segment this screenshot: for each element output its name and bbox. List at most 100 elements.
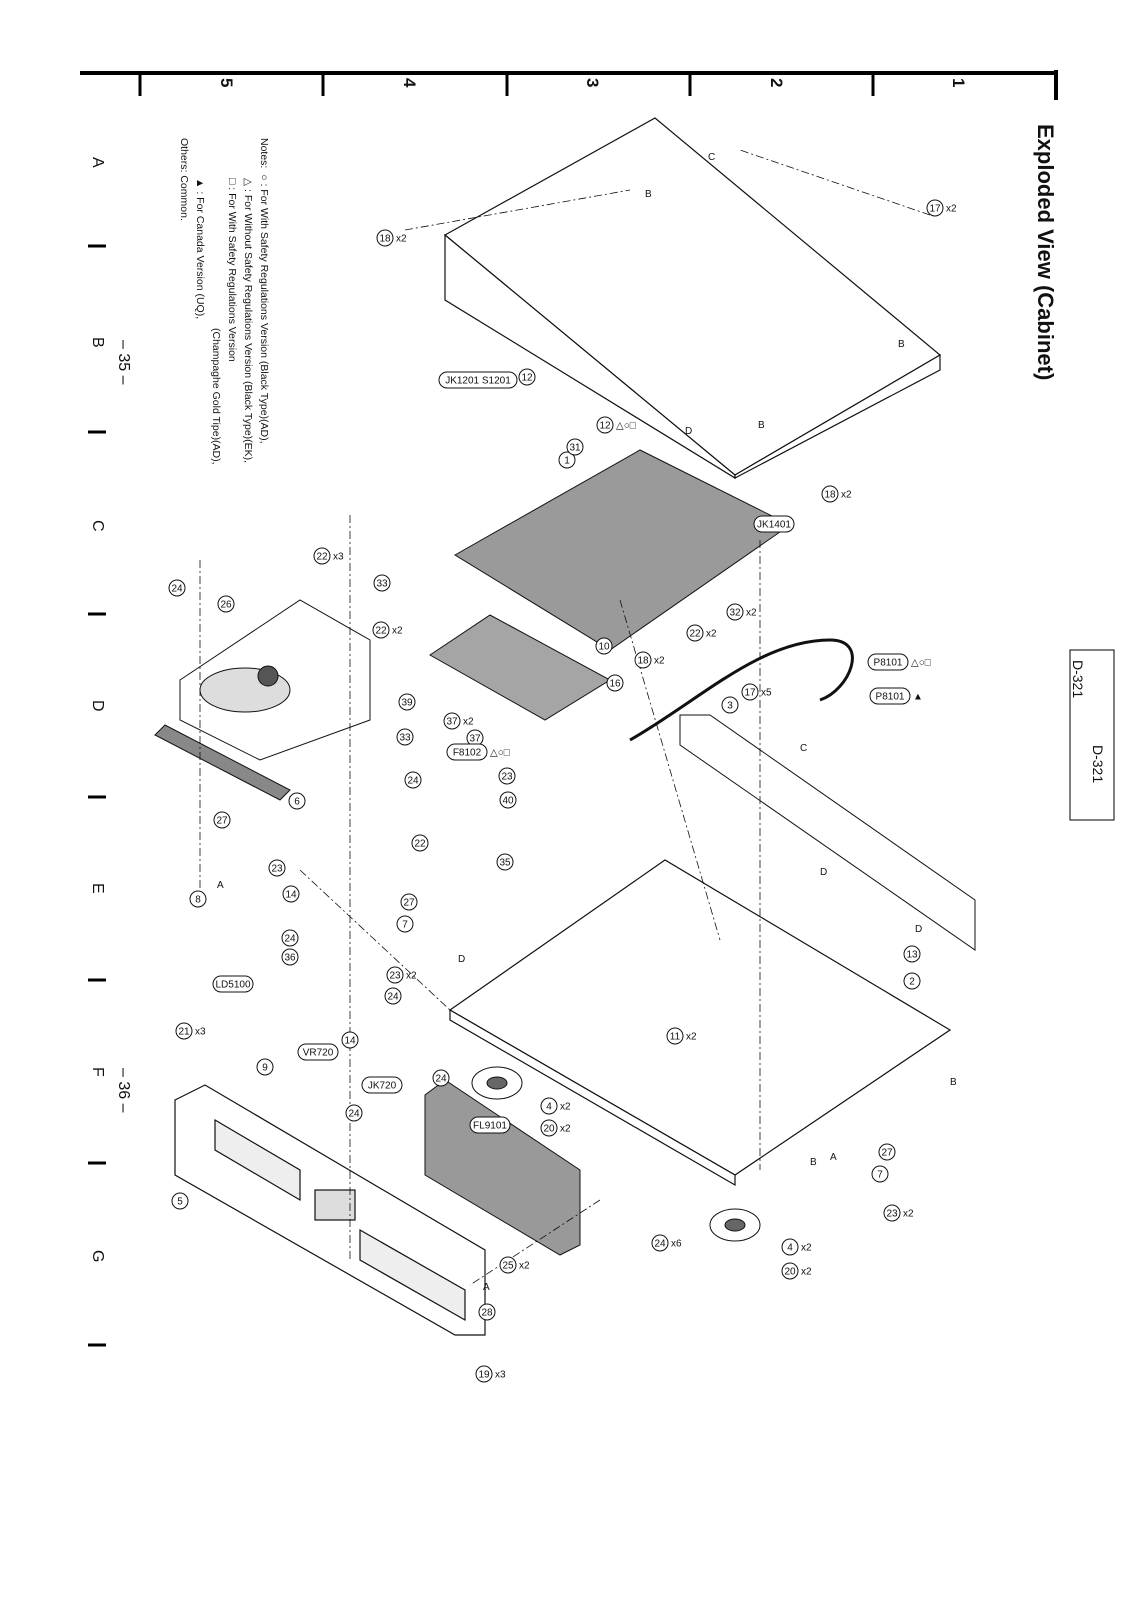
callout-circle	[372, 621, 390, 639]
part-callout: F8102△○□	[446, 743, 510, 761]
callout-circle	[540, 1119, 558, 1137]
callout-circle	[438, 371, 518, 389]
callout-quantity: x2	[706, 629, 717, 640]
part-callout: FL9101	[469, 1116, 511, 1134]
grid-column-2: 2	[767, 78, 786, 88]
callout-part-number: 24	[407, 776, 419, 787]
cd-mechanism	[179, 599, 371, 761]
callout-part-number: 18	[637, 656, 649, 667]
callout-circle	[518, 368, 536, 386]
callout-part-number: 12	[521, 373, 533, 384]
callout-circle	[168, 579, 186, 597]
callout-circle	[666, 1027, 684, 1045]
callout-part-number: P8101	[874, 658, 903, 669]
callout-quantity: x2	[746, 608, 757, 619]
notes-block: Notes: ○ : For With Safety Regulations V…	[176, 138, 272, 465]
page-number-36: – 36 –	[115, 1068, 132, 1113]
rear-panel	[679, 714, 976, 951]
notes-others: Others: Common.	[178, 138, 190, 221]
callout-circle	[634, 651, 652, 669]
callout-part-number: 24	[171, 584, 183, 595]
callout-circle	[396, 915, 414, 933]
callout-part-number: 27	[881, 1148, 893, 1159]
callout-quantity: x2	[519, 1261, 530, 1272]
callout-part-number: 9	[262, 1063, 268, 1074]
top-cover	[443, 117, 942, 480]
callout-circle	[499, 791, 517, 809]
callout-part-number: 28	[481, 1308, 493, 1319]
callout-circle	[212, 975, 254, 993]
callout-quantity: △○□	[490, 748, 510, 759]
callout-quantity: x2	[463, 717, 474, 728]
part-callout: 24	[432, 1069, 450, 1087]
callout-quantity: x2	[406, 971, 417, 982]
part-callout: 16	[606, 674, 624, 692]
callout-part-number: 23	[501, 772, 513, 783]
grid-row-b: B	[89, 337, 106, 348]
part-callout: 12△○□	[596, 416, 636, 434]
part-callout: 27	[878, 1143, 896, 1161]
callout-part-number: 14	[344, 1036, 356, 1047]
grid-column-3: 3	[583, 78, 602, 88]
callout-part-number: VR720	[303, 1048, 334, 1059]
callout-part-number: 22	[414, 839, 426, 850]
reference-letter: D	[820, 867, 827, 878]
callout-circle	[878, 1143, 896, 1161]
callout-circle	[869, 687, 911, 705]
callout-quantity: x2	[396, 234, 407, 245]
callout-quantity: x2	[560, 1102, 571, 1113]
part-callout: 12	[518, 368, 536, 386]
callout-circle	[540, 1097, 558, 1115]
callout-quantity: △○□	[911, 658, 931, 669]
callout-circle	[268, 859, 286, 877]
note-symbol: △	[242, 178, 254, 187]
notes-heading: Notes:	[258, 138, 270, 169]
part-callout: 3	[721, 696, 739, 714]
callout-part-number: 36	[284, 953, 296, 964]
grid-column-5: 5	[217, 78, 236, 88]
callout-circle	[217, 595, 235, 613]
callout-part-number: 23	[271, 864, 283, 875]
callout-circle	[478, 1303, 496, 1321]
model-tab: D-321	[1070, 660, 1086, 699]
callout-circle	[475, 1365, 493, 1383]
reference-letter: A	[830, 1152, 837, 1163]
part-callout: 9	[256, 1058, 274, 1076]
part-callout: 24	[345, 1104, 363, 1122]
callout-circle	[499, 1256, 517, 1274]
callout-part-number: 19	[478, 1370, 490, 1381]
callout-circle	[781, 1238, 799, 1256]
tray-front	[154, 724, 291, 801]
callout-part-number: 33	[399, 733, 411, 744]
callout-part-number: 39	[401, 698, 413, 709]
reference-letter: B	[758, 420, 765, 431]
callout-circle	[596, 416, 614, 434]
note-text: : For Canada Version (UQ),	[194, 191, 206, 320]
callout-part-number: 31	[569, 443, 581, 454]
callout-circle	[341, 1031, 359, 1049]
reference-letter: B	[898, 339, 905, 350]
callout-circle	[726, 603, 744, 621]
callout-quantity: x2	[801, 1243, 812, 1254]
callout-circle	[376, 229, 394, 247]
part-callout: 39	[398, 693, 416, 711]
part-callout: 13	[903, 945, 921, 963]
callout-part-number: 26	[220, 600, 232, 611]
callout-quantity: x2	[392, 626, 403, 637]
reference-letter: D	[685, 426, 692, 437]
callout-circle	[903, 972, 921, 990]
part-callout: 7	[871, 1165, 889, 1183]
callout-part-number: 32	[729, 608, 741, 619]
callout-circle	[398, 693, 416, 711]
callout-circle	[595, 637, 613, 655]
callout-circle	[469, 1116, 511, 1134]
callout-circle	[386, 966, 404, 984]
callout-quantity: x5	[761, 688, 772, 699]
